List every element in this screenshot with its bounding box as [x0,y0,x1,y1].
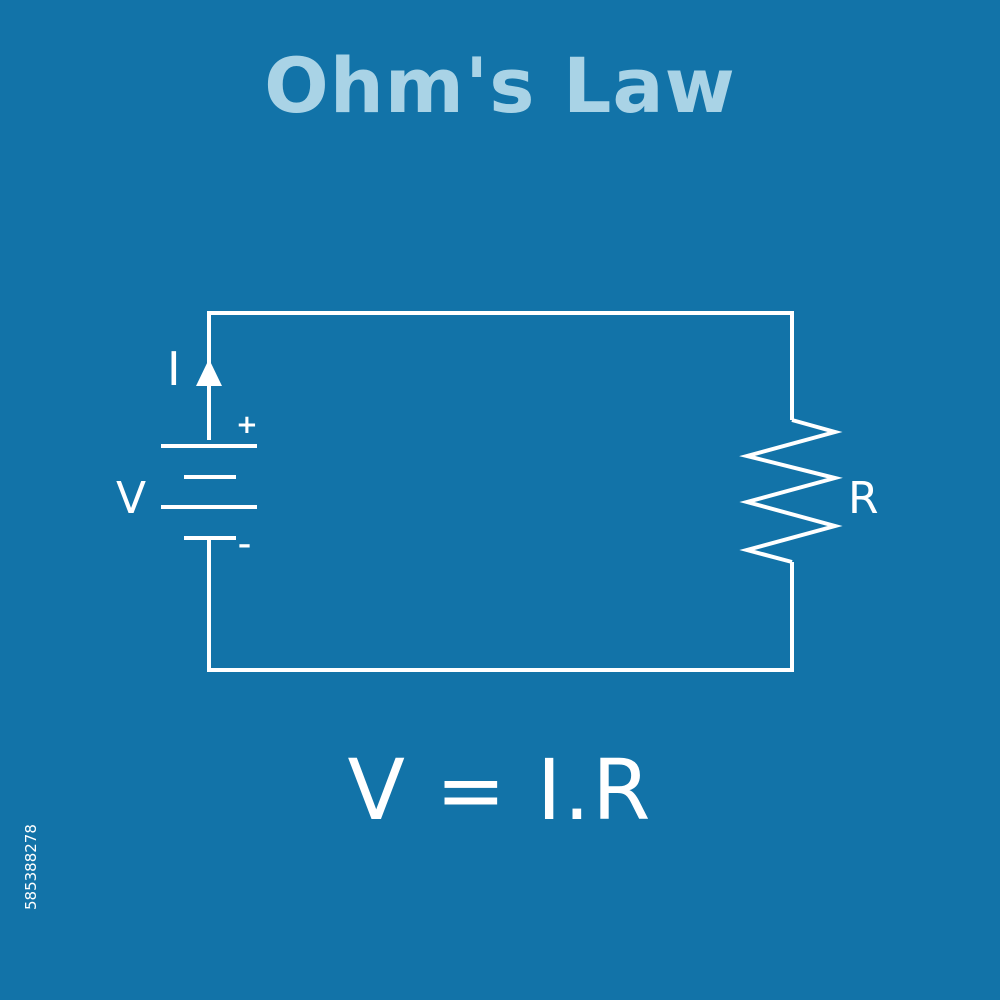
resistance-label: R [848,473,879,524]
voltage-label: V [116,473,147,524]
diagram-title: Ohm's Law [264,41,736,130]
current-label: I [167,342,181,396]
positive-terminal-label: + [236,410,258,440]
resistor-symbol [739,418,843,564]
ohms-law-formula: V = I.R [347,741,653,839]
stock-id-watermark: 585388278 [22,824,40,910]
current-arrow-icon [196,359,222,386]
circuit-wire-loop [207,311,794,672]
negative-terminal-label: – [238,530,251,560]
